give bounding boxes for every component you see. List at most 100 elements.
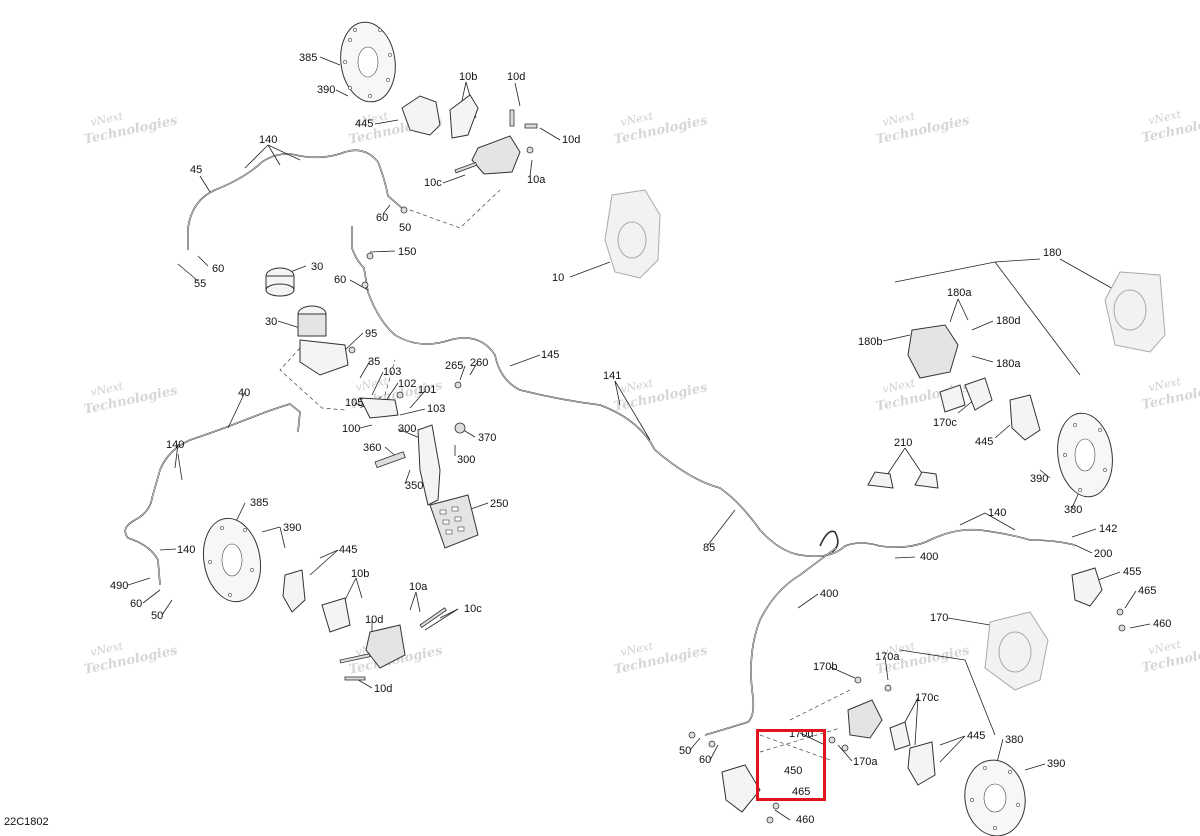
callout-103: 103	[383, 366, 401, 378]
callout-30: 30	[311, 261, 323, 273]
brake-hose-front-top	[187, 149, 403, 250]
callout-60: 60	[212, 263, 224, 275]
callout-210: 210	[894, 437, 912, 449]
callout-10b: 10b	[351, 568, 369, 580]
callout-140: 140	[259, 134, 277, 146]
callout-140: 140	[166, 439, 184, 451]
callout-180d: 180d	[996, 315, 1020, 327]
callout-370: 370	[478, 432, 496, 444]
callout-10a: 10a	[527, 174, 546, 186]
callout-45: 45	[190, 164, 202, 176]
callout-10d: 10d	[507, 71, 525, 83]
callout-50: 50	[151, 610, 163, 622]
callout-170a: 170a	[853, 756, 878, 768]
callout-400: 400	[820, 588, 838, 600]
callout-105: 105	[345, 397, 363, 409]
callout-390: 390	[283, 522, 301, 534]
master-cylinder-assembly	[265, 252, 404, 419]
brake-disc-rear	[964, 759, 1026, 836]
callout-85: 85	[703, 542, 715, 554]
brake-disc-front-left	[202, 517, 262, 603]
callout-50: 50	[679, 745, 691, 757]
callout-30: 30	[265, 316, 277, 328]
callout-40: 40	[238, 387, 250, 399]
callout-390: 390	[317, 84, 335, 96]
callout-10c: 10c	[424, 177, 442, 189]
callout-103: 103	[427, 403, 445, 415]
callout-10: 10	[552, 272, 564, 284]
callout-60: 60	[334, 274, 346, 286]
brake-pads-210	[867, 471, 939, 489]
brake-caliper-rear	[828, 676, 936, 786]
callout-170b: 170b	[813, 661, 837, 673]
callout-445: 445	[967, 730, 985, 742]
brake-caliper-front-right	[907, 271, 1166, 441]
callout-10b: 10b	[459, 71, 477, 83]
callout-360: 360	[363, 442, 381, 454]
callout-10d: 10d	[562, 134, 580, 146]
callout-35: 35	[368, 356, 380, 368]
brake-line-loop	[819, 530, 839, 553]
callout-350: 350	[405, 480, 423, 492]
callout-140: 140	[177, 544, 195, 556]
callout-170c: 170c	[915, 692, 939, 704]
callout-95: 95	[365, 328, 377, 340]
callout-445: 445	[355, 118, 373, 130]
callout-60: 60	[699, 754, 711, 766]
callout-142: 142	[1099, 523, 1117, 535]
callout-380: 380	[1064, 504, 1082, 516]
callout-50: 50	[399, 222, 411, 234]
callout-465: 465	[1138, 585, 1156, 597]
brake-caliper-ghost-10	[604, 189, 661, 279]
callout-445: 445	[339, 544, 357, 556]
callout-180a: 180a	[996, 358, 1021, 370]
callout-145: 145	[541, 349, 559, 361]
callout-380: 380	[1005, 734, 1023, 746]
callout-460: 460	[1153, 618, 1171, 630]
callout-300: 300	[398, 423, 416, 435]
callout-460: 460	[796, 814, 814, 826]
callout-300: 300	[457, 454, 475, 466]
diagram-code: 22C1802	[4, 816, 49, 828]
callout-385: 385	[250, 497, 268, 509]
callout-141: 141	[603, 370, 621, 382]
leader-lines	[127, 56, 1151, 821]
brake-caliper-front-left	[282, 569, 447, 681]
brake-lines	[124, 149, 1076, 736]
callout-101: 101	[418, 384, 436, 396]
callout-385: 385	[299, 52, 317, 64]
brake-disc-front-right	[1057, 412, 1113, 498]
callout-180: 180	[1043, 247, 1061, 259]
brake-disc-front-top	[340, 21, 396, 103]
callout-170c: 170c	[933, 417, 957, 429]
callout-140: 140	[988, 507, 1006, 519]
callout-445: 445	[975, 436, 993, 448]
callout-490: 490	[110, 580, 128, 592]
callout-180b: 180b	[858, 336, 882, 348]
callout-200: 200	[1094, 548, 1112, 560]
callout-265: 265	[445, 360, 463, 372]
callout-465: 465	[792, 786, 810, 798]
callout-10a: 10a	[409, 581, 428, 593]
callout-55: 55	[194, 278, 206, 290]
callout-10d: 10d	[374, 683, 392, 695]
callout-250: 250	[490, 498, 508, 510]
callout-390: 390	[1047, 758, 1065, 770]
brake-bracket-rear-left	[688, 731, 780, 824]
callout-450: 450	[784, 765, 802, 777]
callout-170a: 170a	[875, 651, 900, 663]
callout-10c: 10c	[464, 603, 482, 615]
callout-390: 390	[1030, 473, 1048, 485]
callout-60: 60	[130, 598, 142, 610]
brake-caliper-ghost-170	[984, 611, 1049, 691]
callout-455: 455	[1123, 566, 1141, 578]
callout-10d: 10d	[365, 614, 383, 626]
highlight-box	[756, 729, 826, 801]
callout-100: 100	[342, 423, 360, 435]
callout-260: 260	[470, 357, 488, 369]
callout-170: 170	[930, 612, 948, 624]
callout-150: 150	[398, 246, 416, 258]
callout-180a: 180a	[947, 287, 972, 299]
brake-pedal	[374, 381, 479, 549]
